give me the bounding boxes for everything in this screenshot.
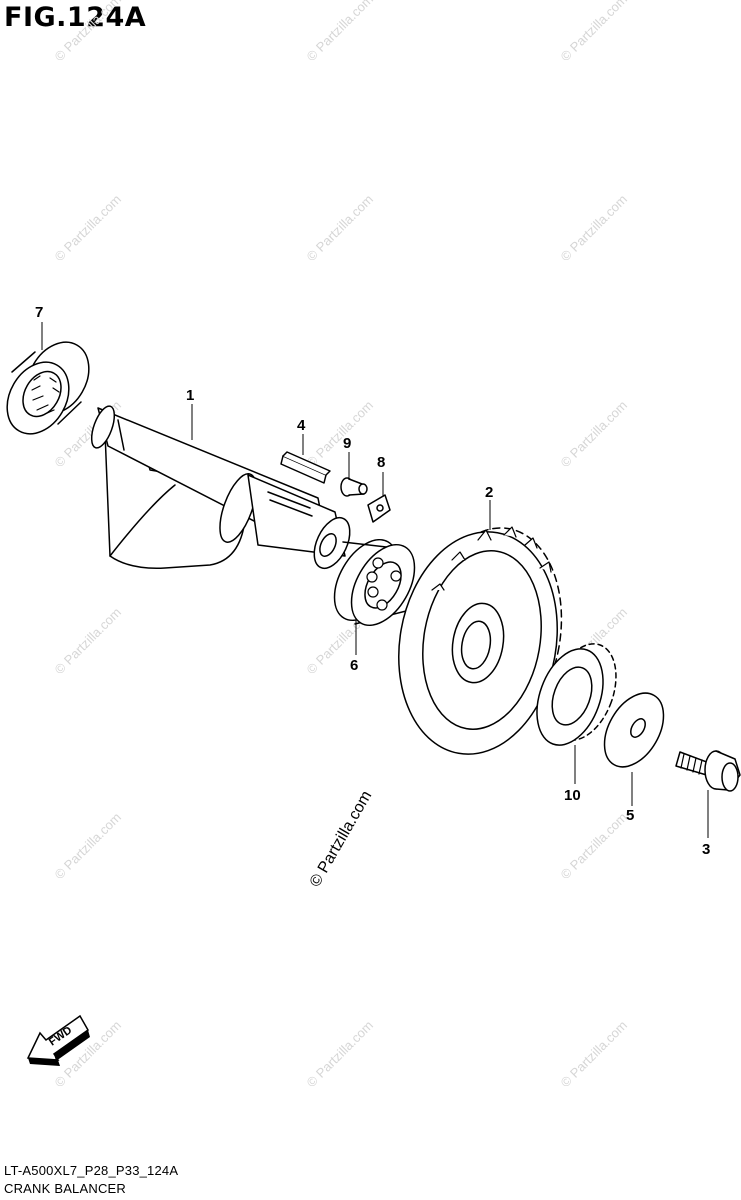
callout-9: 9: [343, 435, 351, 452]
watermark: © Partzilla.com: [304, 1018, 377, 1091]
callout-8: 8: [377, 454, 385, 471]
callout-4: 4: [297, 417, 306, 434]
watermark: © Partzilla.com: [52, 810, 125, 883]
figure-title: FIG.124A: [4, 2, 147, 33]
watermark: © Partzilla.com: [52, 605, 125, 678]
driven-gear-icon: [398, 526, 563, 755]
washer-icon: [367, 494, 391, 523]
main-watermark: © Partzilla.com: [307, 788, 376, 890]
watermark: © Partzilla.com: [558, 192, 631, 265]
watermark: © Partzilla.com: [558, 398, 631, 471]
watermark: © Partzilla.com: [558, 810, 631, 883]
bolt-icon: [675, 750, 741, 792]
callout-3: 3: [702, 841, 710, 858]
callout-5: 5: [626, 807, 634, 824]
leader-lines: [41, 322, 709, 838]
washer-icon: [603, 692, 665, 768]
key-icon: [280, 451, 331, 484]
callout-6: 6: [350, 657, 358, 674]
watermark: © Partzilla.com: [304, 0, 377, 64]
watermark: © Partzilla.com: [304, 192, 377, 265]
ball-bearing-icon: [333, 538, 416, 627]
watermark: © Partzilla.com: [558, 1018, 631, 1091]
callout-7: 7: [35, 304, 43, 321]
watermark: © Partzilla.com: [52, 0, 125, 64]
pin-icon: [340, 477, 368, 497]
callout-10: 10: [564, 787, 581, 804]
callouts: 7 1 4 9 8 2 6 10 5 3: [35, 304, 710, 858]
balancer-shaft-icon: [90, 405, 351, 570]
watermark: © Partzilla.com: [52, 192, 125, 265]
callout-1: 1: [186, 387, 194, 404]
watermark: © Partzilla.com: [304, 398, 377, 471]
figure-code: LT-A500XL7_P28_P33_124A: [4, 1163, 179, 1178]
callout-2: 2: [485, 484, 493, 501]
gear-icon: [536, 643, 617, 746]
needle-bearing-icon: [6, 341, 90, 435]
watermark: © Partzilla.com: [558, 0, 631, 64]
figure-name: CRANK BALANCER: [4, 1181, 126, 1196]
